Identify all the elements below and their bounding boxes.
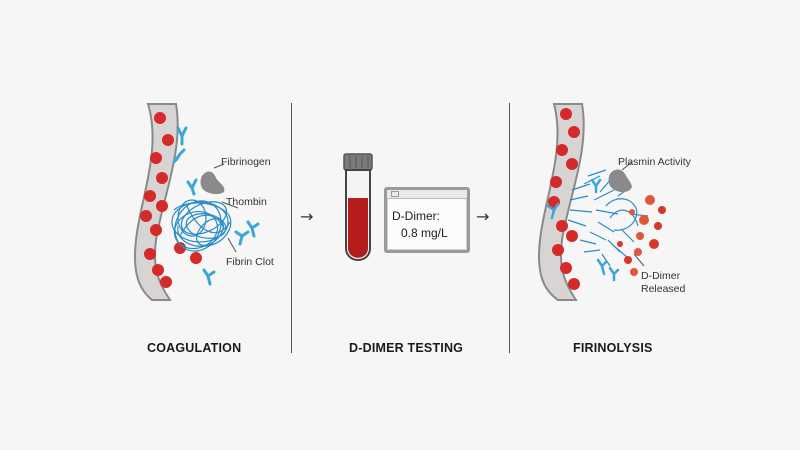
red-cell — [190, 252, 202, 264]
fibrinolysis-illustration — [538, 103, 666, 301]
thrombin-y — [176, 126, 188, 146]
coagulation-illustration — [134, 103, 260, 301]
fibrinolysis-panel: Plasmin Activity D-Dimer Released FIRINO… — [510, 0, 800, 450]
red-cell — [552, 244, 564, 256]
thrombin-y — [596, 258, 608, 276]
arrow-right-icon: → — [300, 207, 314, 226]
display-indicator-icon — [391, 191, 399, 197]
red-cell — [568, 278, 580, 290]
fibrinogen-molecule — [200, 171, 225, 195]
d-dimer-fragment — [654, 222, 662, 230]
red-cell — [556, 220, 568, 232]
thrombin-molecules — [546, 178, 620, 282]
d-dimer-fragment — [658, 206, 666, 214]
fibrin-clot-mesh — [171, 199, 232, 252]
d-dimer-fragment — [645, 195, 655, 205]
red-cell — [174, 242, 186, 254]
thrombin-y — [590, 178, 602, 194]
red-cell — [144, 248, 156, 260]
thrombin-label: Thombin — [226, 196, 267, 208]
red-cell — [140, 210, 152, 222]
red-cell — [154, 112, 166, 124]
plasmin-molecule — [608, 169, 632, 193]
red-cell — [550, 176, 562, 188]
panel-divider-right — [509, 103, 510, 353]
d-dimer-fragment — [629, 209, 635, 215]
red-cell — [566, 230, 578, 242]
red-cell — [568, 126, 580, 138]
fibrin-clot-label: Fibrin Clot — [226, 256, 274, 268]
thrombin-y — [202, 268, 216, 286]
red-cell — [560, 262, 572, 274]
testing-panel: → D-Dimer: 0.8 mg/L → D-DIMER TESTING — [292, 0, 508, 450]
d-dimer-fragment — [649, 239, 659, 249]
thrombin-y — [172, 148, 186, 164]
d-dimer-fragment — [624, 256, 632, 264]
red-cell — [556, 144, 568, 156]
red-cell — [152, 264, 164, 276]
red-cell — [150, 152, 162, 164]
test-tube-illustration — [343, 153, 373, 261]
fibrinolysis-caption: FIRINOLYSIS — [573, 341, 653, 355]
thrombin-y — [546, 202, 560, 220]
red-cell — [566, 158, 578, 170]
callout-lines — [213, 163, 239, 253]
callout-lines — [621, 161, 645, 267]
d-dimer-fragment — [630, 268, 638, 276]
fibrinogen-label: Fibrinogen — [221, 156, 271, 168]
vessel-wall — [538, 103, 585, 301]
panel-divider-left — [291, 103, 292, 353]
d-dimer-fragments — [617, 195, 666, 276]
display-line-2: 0.8 mg/L — [401, 226, 448, 240]
red-cell — [156, 172, 168, 184]
red-blood-cells — [548, 108, 580, 290]
tube-blood — [348, 198, 368, 258]
red-cell — [144, 190, 156, 202]
display-header-bar — [387, 190, 467, 199]
thrombin-y — [608, 266, 620, 282]
d-dimer-fragment — [636, 232, 644, 240]
plasmin-activity-label: Plasmin Activity — [618, 156, 691, 168]
red-cell — [560, 108, 572, 120]
testing-caption: D-DIMER TESTING — [349, 341, 464, 355]
d-dimer-fragment — [639, 215, 649, 225]
red-blood-cells — [140, 112, 202, 288]
display-line-1: D-Dimer: — [392, 209, 440, 223]
red-cell — [160, 276, 172, 288]
red-cell — [150, 224, 162, 236]
coagulation-caption: COAGULATION — [147, 341, 242, 355]
red-cell — [156, 200, 168, 212]
d-dimer-fragment — [634, 248, 642, 256]
arrow-right-icon: → — [476, 207, 490, 226]
thrombin-y — [186, 178, 198, 196]
analyzer-display: D-Dimer: 0.8 mg/L — [384, 187, 470, 253]
thrombin-y — [234, 230, 250, 246]
d-dimer-released-label-line2: Released — [641, 283, 686, 295]
thrombin-molecules — [172, 126, 260, 286]
red-cell — [162, 134, 174, 146]
thrombin-y — [246, 220, 260, 238]
d-dimer-released-label-line1: D-Dimer — [641, 270, 681, 282]
coagulation-panel: Fibrinogen Thombin Fibrin Clot COAGULATI… — [0, 0, 290, 450]
d-dimer-fragment — [617, 241, 623, 247]
